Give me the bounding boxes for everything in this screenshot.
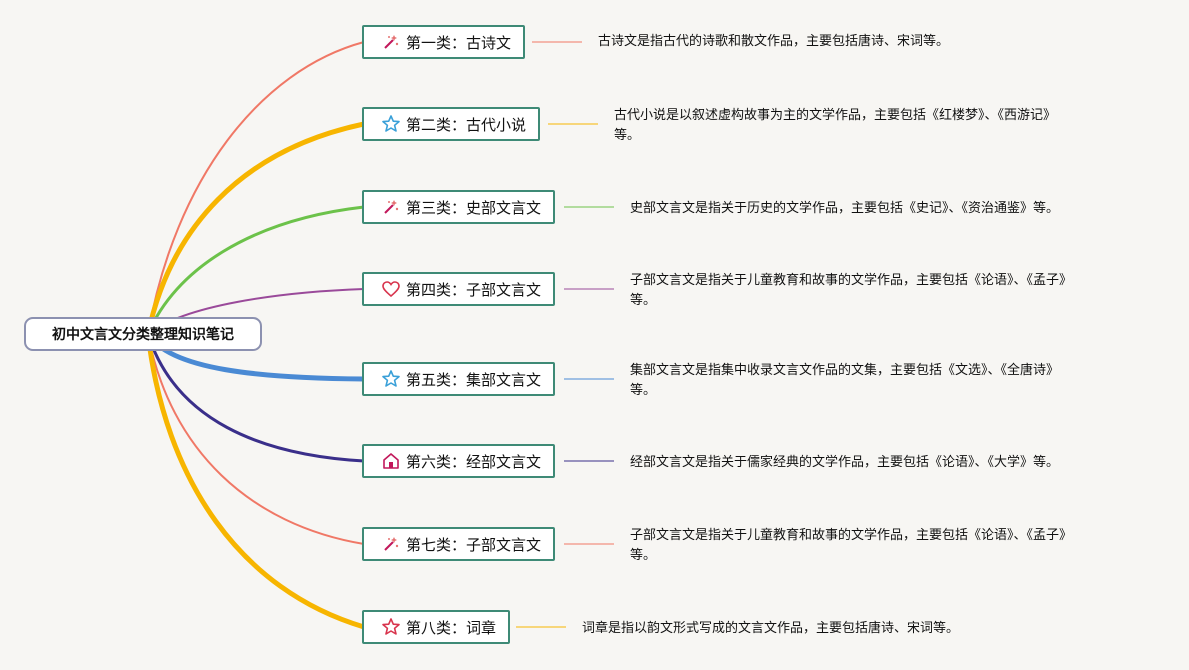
branch-description-7: 子部文言文是指关于儿童教育和故事的文学作品，主要包括《论语》、《孟子》 等。 [630,528,1073,563]
branch-description-5: 集部文言文是指集中收录文言文作品的文集，主要包括《文选》、《全唐诗》 等。 [630,363,1060,398]
connector-branch-7 [147,333,365,545]
branch-label: 第七类：子部文言文 [406,535,542,554]
branch-topic-1[interactable]: 第一类：古诗文 [362,25,526,59]
branch-label: 第五类：集部文言文 [406,370,542,389]
magic-wand-icon [380,533,402,555]
star-icon [380,368,402,390]
branch-topic-3[interactable]: 第三类：史部文言文 [362,190,556,224]
branch-topic-8[interactable]: 第八类：词章 [362,610,511,644]
branch-description-4: 子部文言文是指关于儿童教育和故事的文学作品，主要包括《论语》、《孟子》 等。 [630,273,1073,308]
house-icon [380,450,402,472]
branch-label: 第四类：子部文言文 [406,280,542,299]
branch-description-8: 词章是指以韵文形式写成的文言文作品，主要包括唐诗、宋词等。 [582,621,960,636]
branch-description-2: 古代小说是以叙述虚构故事为主的文学作品，主要包括《红楼梦》、《西游记》 等。 [614,108,1057,143]
branch-label: 第二类：古代小说 [406,115,527,134]
branch-description-3: 史部文言文是指关于历史的文学作品，主要包括《史记》、《资治通鉴》等。 [630,201,1060,216]
connector-branch-8 [145,333,365,630]
branch-topic-6[interactable]: 第六类：经部文言文 [362,444,556,478]
root-topic[interactable]: 初中文言文分类整理知识笔记 [24,317,262,351]
heart-icon [380,278,402,300]
connector-branch-6 [146,333,365,463]
branch-description-6: 经部文言文是指关于儒家经典的文学作品，主要包括《论语》、《大学》等。 [630,455,1060,470]
branch-label: 第八类：词章 [406,618,497,637]
branch-description-1: 古诗文是指古代的诗歌和散文作品，主要包括唐诗、宋词等。 [598,34,950,49]
star-icon [380,113,402,135]
connector-branch-3 [146,205,365,335]
root-topic-label: 初中文言文分类整理知识笔记 [52,327,234,343]
star-outline-red-icon [380,616,402,638]
connector-branch-2 [145,121,365,335]
branch-topic-2[interactable]: 第二类：古代小说 [362,107,541,141]
branch-label: 第一类：古诗文 [406,33,512,52]
magic-wand-icon [380,31,402,53]
branch-topic-4[interactable]: 第四类：子部文言文 [362,272,556,306]
branch-label: 第六类：经部文言文 [406,452,542,471]
branch-label: 第三类：史部文言文 [406,198,542,217]
magic-wand-icon [380,196,402,218]
branch-topic-7[interactable]: 第七类：子部文言文 [362,527,556,561]
connector-branch-1 [147,41,365,335]
branch-topic-5[interactable]: 第五类：集部文言文 [362,362,556,396]
